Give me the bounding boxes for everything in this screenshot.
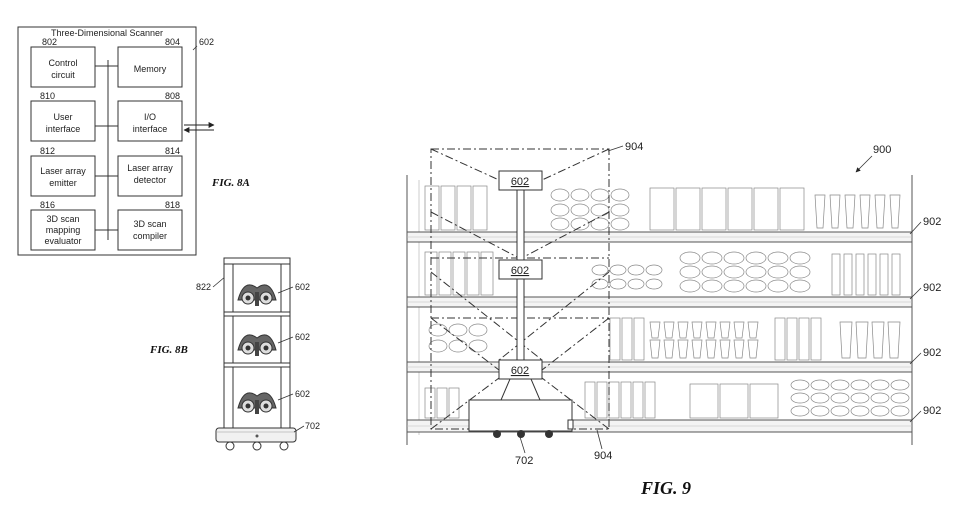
block-3d-scan-mapping-evaluator: 816 3D scan mapping evaluator — [30, 200, 96, 251]
svg-text:emitter: emitter — [49, 178, 77, 188]
svg-text:812: 812 — [40, 146, 55, 156]
svg-text:Memory: Memory — [134, 64, 167, 74]
fig9-label: FIG. 9 — [640, 478, 691, 498]
block-memory: 804 Memory — [117, 37, 183, 88]
fig8a-block-diagram: Three-Dimensional Scanner 602 802 Contro… — [17, 26, 250, 256]
svg-text:816: 816 — [40, 200, 55, 210]
fig9-store-scene: 602 602 602 904 900 902 902 902 90 — [406, 141, 941, 498]
svg-text:mapping: mapping — [46, 225, 81, 235]
fig8b-tower: FIG. 8B 822 — [149, 257, 320, 451]
mobile-base-702 — [468, 378, 574, 438]
scanner-602-top: 602 — [498, 170, 543, 191]
ref-702-8b: 702 — [305, 421, 320, 431]
svg-text:circuit: circuit — [51, 70, 75, 80]
svg-text:810: 810 — [40, 91, 55, 101]
mobile-base-8b — [215, 427, 297, 451]
svg-text:Laser array: Laser array — [40, 166, 86, 176]
ref-822: 822 — [196, 282, 211, 292]
svg-text:Laser array: Laser array — [127, 163, 173, 173]
svg-text:Control: Control — [48, 58, 77, 68]
shelf-3 — [406, 317, 913, 373]
svg-text:804: 804 — [165, 37, 180, 47]
ref-602-scanner-2: 602 — [295, 332, 310, 342]
block-laser-array-detector: 814 Laser array detector — [117, 146, 183, 197]
fig8a-label: FIG. 8A — [211, 177, 250, 189]
shelf-1 — [406, 185, 913, 243]
svg-text:802: 802 — [42, 37, 57, 47]
svg-text:I/O: I/O — [144, 112, 156, 122]
svg-text:602: 602 — [511, 176, 529, 188]
ref-602-scanner-1: 602 — [295, 282, 310, 292]
scanner-602-middle: 602 — [498, 259, 543, 280]
ref-602-scanner-3: 602 — [295, 389, 310, 399]
ref-900: 900 — [873, 144, 891, 156]
ref-902-shelf-1: 902 — [923, 216, 941, 228]
svg-text:818: 818 — [165, 200, 180, 210]
svg-text:602: 602 — [511, 265, 529, 277]
scanner-602-bottom: 602 — [498, 359, 543, 380]
svg-text:evaluator: evaluator — [44, 236, 81, 246]
svg-text:602: 602 — [511, 365, 529, 377]
ref-702-9: 702 — [515, 455, 533, 467]
svg-text:interface: interface — [46, 124, 81, 134]
svg-text:compiler: compiler — [133, 231, 167, 241]
scanner-head-middle — [237, 334, 277, 356]
ref-602-outer: 602 — [199, 37, 214, 47]
shelf-2 — [406, 251, 913, 308]
ref-902-shelf-3: 902 — [923, 347, 941, 359]
block-control-circuit: 802 Control circuit — [30, 37, 96, 88]
svg-text:808: 808 — [165, 91, 180, 101]
scanner-head-bottom — [237, 392, 277, 414]
ref-902-shelf-2: 902 — [923, 282, 941, 294]
block-user-interface: 810 User interface — [30, 91, 96, 142]
svg-text:814: 814 — [165, 146, 180, 156]
fig8b-label: FIG. 8B — [149, 344, 188, 356]
svg-text:detector: detector — [134, 175, 167, 185]
svg-text:3D scan: 3D scan — [46, 214, 79, 224]
scanner-title: Three-Dimensional Scanner — [51, 28, 163, 38]
svg-text:User: User — [53, 112, 72, 122]
ref-904-top: 904 — [625, 141, 643, 153]
scanner-head-top — [237, 284, 277, 306]
block-3d-scan-compiler: 818 3D scan compiler — [117, 200, 183, 251]
block-io-interface: 808 I/O interface — [117, 91, 183, 142]
svg-text:3D scan: 3D scan — [133, 219, 166, 229]
scanner-mast — [516, 189, 525, 381]
block-laser-array-emitter: 812 Laser array emitter — [30, 146, 96, 197]
svg-text:interface: interface — [133, 124, 168, 134]
ref-904-bottom: 904 — [594, 450, 612, 462]
scanner-outline — [17, 26, 197, 256]
ref-902-shelf-4: 902 — [923, 405, 941, 417]
